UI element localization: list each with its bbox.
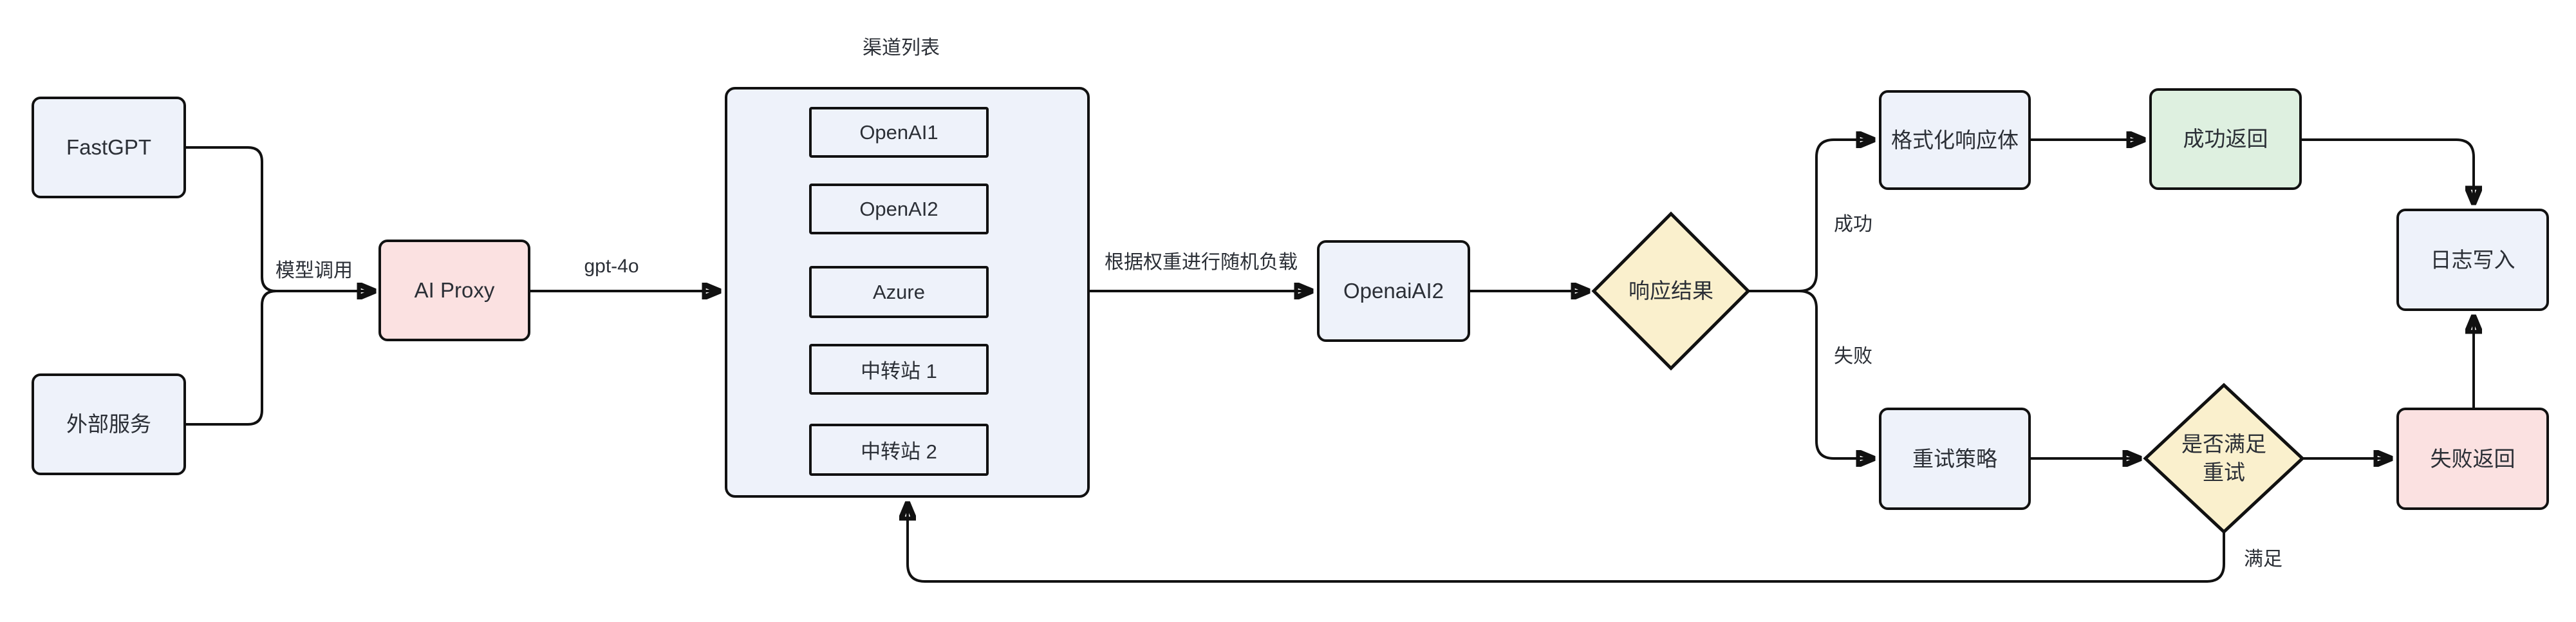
node-retry-policy: 重试策略 [1879,408,2031,510]
node-openaiai2: OpenaiAI2 [1317,240,1470,342]
edge-label-model-call: 模型调用 [273,254,355,283]
edge-fastgpt-to-merge [186,146,373,291]
node-fastgpt: FastGPT [32,97,186,198]
node-success-return: 成功返回 [2149,88,2302,190]
retry-condition-line1: 是否满足 [2181,432,2266,456]
response-result-diamond [1591,211,1751,371]
channel-azure: Azure [809,266,989,318]
node-log-write: 日志写入 [2396,209,2549,311]
response-result-text: 响应结果 [1629,279,1713,303]
edge-fork-to-formatresponse [1798,140,1872,292]
edge-external-to-merge [186,290,277,426]
edge-label-satisfied: 满足 [2241,543,2285,571]
edge-successreturn-to-logwrite [2302,138,2474,202]
edge-label-success: 成功 [1831,208,1875,236]
node-format-response: 格式化响应体 [1879,90,2031,190]
retry-condition-line2: 重试 [2203,460,2245,484]
channel-list-title: 渠道列表 [863,37,940,59]
node-ai-proxy: AI Proxy [378,240,530,341]
edge-retrycondition-feedback-to-channels [908,504,2225,583]
edge-label-gpt-4o: gpt-4o [581,256,642,278]
channel-relay2: 中转站 2 [809,424,989,476]
retry-condition-label: 是否满足 重试 [2181,430,2266,487]
node-external-service: 外部服务 [32,373,186,475]
node-fail-return: 失败返回 [2396,408,2549,510]
edge-fork-to-retrypolicy [1798,290,1872,458]
channel-openai2: OpenAI2 [809,184,989,234]
retry-condition-diamond [2143,382,2305,534]
channel-relay1: 中转站 1 [809,344,989,395]
channel-openai1: OpenAI1 [809,107,989,158]
edge-label-fail: 失败 [1831,340,1875,368]
response-result-label: 响应结果 [1629,277,1713,305]
edge-label-load-balance: 根据权重进行随机负载 [1102,246,1300,274]
